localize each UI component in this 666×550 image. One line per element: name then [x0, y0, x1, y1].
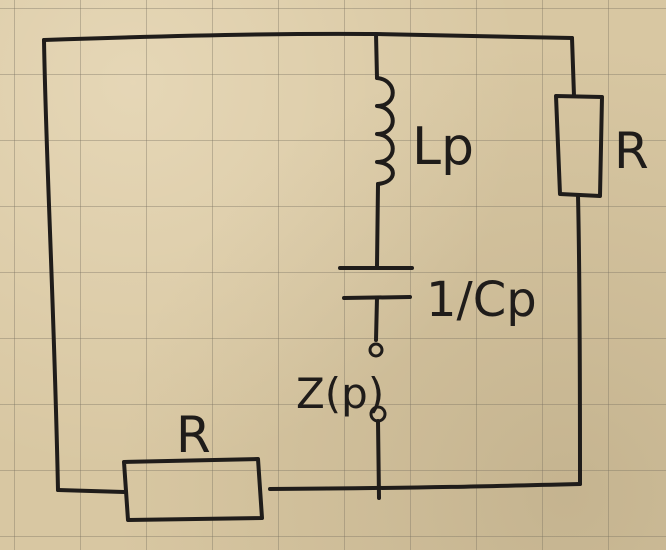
right-wire-bottom [576, 194, 582, 486]
middle-wire-top [374, 32, 379, 80]
resistor-bottom-label: R [176, 406, 211, 464]
right-wire-top [570, 36, 576, 98]
left-wire [42, 38, 60, 492]
top-wire [42, 31, 574, 42]
resistor-right-label: R [614, 122, 649, 180]
impedance-label: Z(p) [296, 369, 384, 418]
bottom-wire-left [56, 488, 126, 494]
middle-wire-capacitor-to-terminal [374, 296, 379, 342]
bottom-resistor [122, 457, 264, 522]
capacitor-label: 1/Cp [426, 272, 537, 328]
middle-wire-inductor-to-capacitor [375, 182, 380, 268]
middle-wire-terminal-to-bottom [376, 419, 381, 500]
terminal-circle-upper [368, 342, 384, 358]
bottom-wire-right [268, 482, 582, 491]
inductor-label: Lp [412, 117, 474, 177]
inductor-coil [375, 76, 395, 186]
right-resistor [554, 94, 604, 198]
